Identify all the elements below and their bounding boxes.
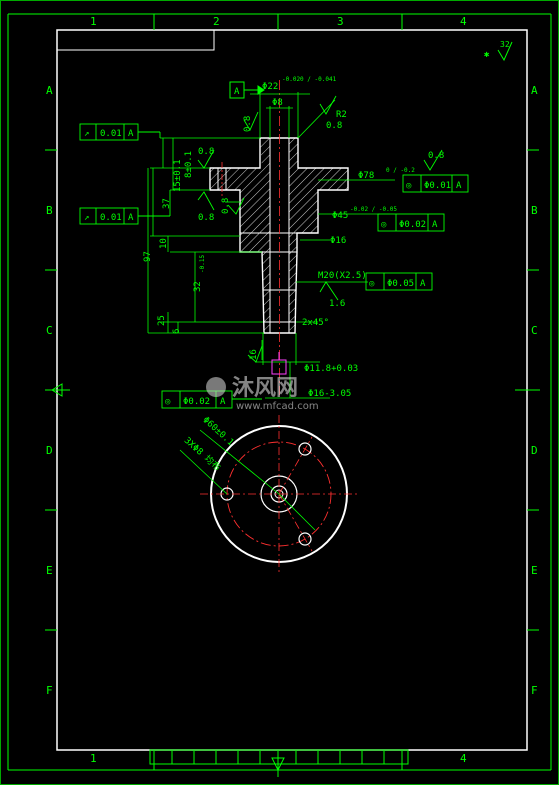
row-label-d: D bbox=[46, 444, 53, 457]
col-label-2: 2 bbox=[213, 15, 220, 28]
row-ticks bbox=[45, 149, 540, 631]
dim-flange-dia: Φ78 bbox=[358, 171, 374, 181]
dim-97: 97 bbox=[143, 251, 153, 262]
dim-25: 25 bbox=[157, 315, 167, 326]
datum-a-label: A bbox=[234, 87, 240, 97]
fcf-2-datum: A bbox=[128, 213, 134, 223]
dim-dia-top-tol: -0.020 / -0.041 bbox=[282, 76, 337, 83]
dimension-lines bbox=[147, 92, 395, 399]
col-label-4-bottom: 4 bbox=[460, 752, 467, 765]
title-strip bbox=[56, 29, 215, 51]
fcf-3-datum: A bbox=[456, 181, 462, 191]
row-label-b: B bbox=[46, 204, 53, 217]
fcf-1-symbol: ↗ bbox=[84, 129, 89, 139]
row-label-a: A bbox=[46, 84, 53, 97]
col-label-1-bottom: 1 bbox=[90, 752, 97, 765]
dim-32-tol: -0.15 bbox=[199, 255, 206, 273]
bottom-strip bbox=[149, 749, 409, 765]
dim-15: 15±0.1 bbox=[173, 159, 183, 192]
row-label-c: C bbox=[46, 324, 53, 337]
rough-label-3: 0.8 bbox=[326, 121, 342, 131]
col-label-1: 1 bbox=[90, 15, 97, 28]
dim-radius: R2 bbox=[336, 110, 347, 120]
dim-dia-bore: Φ8 bbox=[272, 98, 283, 108]
bolt-hole-2 bbox=[298, 442, 312, 456]
dim-dia-top: Φ22 bbox=[262, 82, 278, 92]
fcf-3-value: Φ0.01 bbox=[424, 181, 451, 191]
row-label-c-right: C bbox=[531, 324, 538, 337]
centering-marks bbox=[51, 383, 285, 777]
roughness-symbols bbox=[197, 95, 443, 363]
section-hatch-right bbox=[289, 138, 348, 333]
dim-small-dia2: Φ16-3.05 bbox=[308, 389, 351, 399]
dim-small-dia: Φ11.8+0.03 bbox=[304, 364, 358, 374]
col-label-3: 3 bbox=[337, 15, 344, 28]
watermark-logo-icon bbox=[206, 377, 226, 397]
bore-lines bbox=[217, 138, 318, 333]
row-label-b-right: B bbox=[531, 204, 538, 217]
fcf-3-symbol: ◎ bbox=[406, 181, 412, 191]
fcf-5-value: Φ0.05 bbox=[387, 279, 414, 289]
dim-holes-note: 3XΦ8 均布 bbox=[182, 434, 224, 473]
dim-thread: M20(X2.5) bbox=[318, 271, 367, 281]
row-label-f: F bbox=[46, 684, 53, 697]
dim-37: 37 bbox=[162, 198, 172, 209]
end-view bbox=[179, 415, 358, 573]
fcf-5-datum: A bbox=[420, 279, 426, 289]
dim-shaft-dia: Φ45 bbox=[332, 211, 348, 221]
dim-32: 32 bbox=[193, 281, 203, 292]
corner-roughness-symbol: 32 ✱ bbox=[484, 40, 513, 62]
watermark-sub: www.mfcad.com bbox=[236, 401, 319, 412]
part-outline bbox=[209, 137, 349, 334]
rough-label-8: 16 bbox=[249, 349, 259, 360]
dim-8: 8±0.1 bbox=[184, 151, 194, 178]
row-label-d-right: D bbox=[531, 444, 538, 457]
datum-markers bbox=[229, 81, 287, 375]
fcf-6-datum: A bbox=[220, 397, 226, 407]
bolt-hole-3 bbox=[298, 532, 312, 546]
dim-6: 6 bbox=[172, 329, 182, 334]
fcf-1-datum: A bbox=[128, 129, 134, 139]
row-label-e-right: E bbox=[531, 564, 538, 577]
fcf-6-symbol: ◎ bbox=[165, 397, 171, 407]
corner-roughness-value: 32 bbox=[500, 40, 510, 49]
dim-10: 10 bbox=[159, 238, 169, 249]
dim-shaft-tol: -0.02 / -0.05 bbox=[350, 206, 397, 213]
rough-label-1: 0.8 bbox=[198, 147, 214, 157]
fcf-6-value: Φ0.02 bbox=[183, 397, 210, 407]
rough-label-5: 1.6 bbox=[329, 299, 345, 309]
fcf-2-value: 0.01 bbox=[100, 213, 122, 223]
fcf-2-symbol: ↗ bbox=[84, 213, 89, 223]
rough-label-6: 0.8 bbox=[243, 116, 253, 132]
watermark-main: 沐风网 bbox=[232, 376, 298, 401]
feature-control-frames bbox=[79, 123, 469, 409]
end-view-centerlines bbox=[200, 415, 358, 573]
fcf-1-value: 0.01 bbox=[100, 129, 122, 139]
part-section-view bbox=[209, 80, 349, 395]
col-label-4: 4 bbox=[460, 15, 467, 28]
row-label-f-right: F bbox=[531, 684, 538, 697]
dim-flange-tol: 0 / -0.2 bbox=[386, 167, 415, 174]
corner-asterisk: ✱ bbox=[484, 50, 490, 60]
rough-label-4: 0.8 bbox=[428, 151, 444, 161]
fcf-4-symbol: ◎ bbox=[381, 220, 387, 230]
row-label-e: E bbox=[46, 564, 53, 577]
fcf-4-datum: A bbox=[432, 220, 438, 230]
fcf-4-value: Φ0.02 bbox=[399, 220, 426, 230]
fcf-5-symbol: ◎ bbox=[369, 279, 375, 289]
watermark: 沐风网 www.mfcad.com bbox=[206, 376, 319, 412]
dim-chamfer: 2x45° bbox=[302, 318, 329, 328]
rough-label-7: 0.8 bbox=[221, 198, 231, 214]
row-label-a-right: A bbox=[531, 84, 538, 97]
dim-bolt-circle: Φ60±0.1 bbox=[200, 415, 235, 448]
dim-hole16: Φ16 bbox=[330, 236, 346, 246]
rough-label-2: 0.8 bbox=[198, 213, 214, 223]
